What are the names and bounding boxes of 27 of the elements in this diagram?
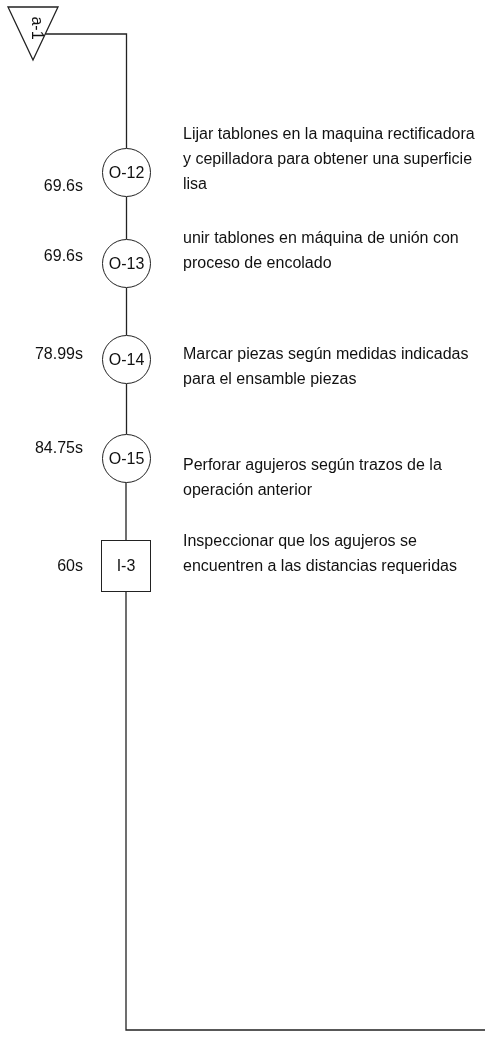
node-label: O-15	[108, 450, 145, 467]
flow-line	[125, 482, 128, 541]
flow-line	[125, 287, 128, 336]
operation-circle	[102, 239, 151, 288]
time-label: 84.75s	[34, 438, 83, 458]
flow-line	[125, 383, 128, 435]
step-description: unir tablones en máquina de unión con proceso de encolado	[183, 228, 460, 273]
operation-circle	[102, 434, 151, 483]
operation-circle	[102, 148, 151, 197]
node-label: O-12	[108, 164, 145, 181]
time-label: 69.6s	[43, 246, 83, 266]
node-label: O-13	[108, 255, 145, 272]
node-label: I-3	[116, 558, 136, 574]
flow-line	[125, 196, 128, 240]
storage-triangle	[8, 7, 58, 60]
node-label: a-1	[29, 15, 45, 40]
operation-circle	[102, 335, 151, 384]
step-description: Lijar tablones en la maquina rectificadora y cepilladora para obtener una superficie lisa	[183, 124, 476, 194]
step-description: Marcar piezas según medidas indicadas para el ensamble piezas	[183, 344, 470, 389]
step-description: Perforar agujeros según trazos de la operación anterior	[183, 455, 443, 500]
step-description: Inspeccionar que los agujeros se encuentren a las distancias requeridas	[183, 531, 458, 576]
node-label: O-14	[108, 351, 145, 368]
time-label: 78.99s	[34, 344, 83, 364]
time-label: 69.6s	[43, 176, 83, 196]
time-label: 60s	[57, 556, 83, 576]
flow-line	[125, 591, 485, 1031]
inspection-square	[101, 540, 151, 592]
